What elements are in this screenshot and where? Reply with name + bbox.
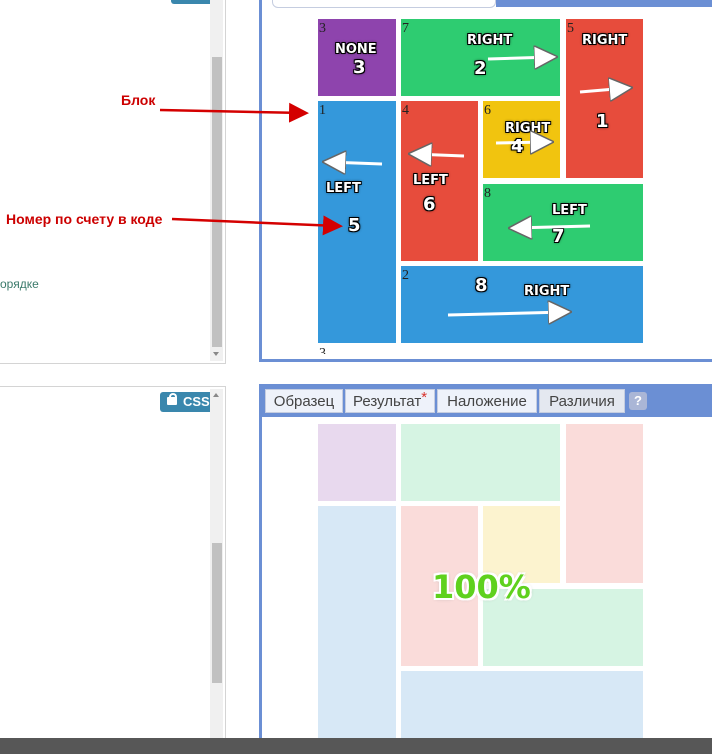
annotation-block-label: Блок [121,92,156,108]
float-label: NONE [335,42,377,57]
annotation-order-label: Номер по счету в коде [6,211,163,227]
diff-block-3 [318,424,396,501]
css-badge[interactable]: CSS [160,392,215,412]
css-editor-panel: CSS [0,386,226,747]
block-number: 2 [402,268,409,283]
float-label: RIGHT [524,284,570,299]
block-number: 5 [567,21,574,36]
right-arrow-icon [495,142,548,143]
block-number: 4 [402,103,409,118]
tab-label: Результат [352,393,422,410]
arrows-overlay [159,0,712,380]
tab-overlay[interactable]: Наложение [437,389,537,413]
block-number-cut: 3 [319,346,326,354]
left-arrow-icon [328,162,383,164]
order-number: 8 [475,275,488,296]
tab-sample[interactable]: Образец [265,389,343,413]
diff-block-5 [566,424,643,583]
order-number: 1 [596,111,609,132]
tab-label: Образец [273,393,335,410]
html-editor-panel: орядке [0,0,226,364]
block-4-left [401,101,478,261]
diff-block-8 [483,589,643,666]
block-number: 7 [402,21,409,36]
css-scrollbar[interactable] [210,389,223,747]
float-label: LEFT [552,203,587,218]
left-arrow-icon [414,154,465,156]
annotation-arrow-icon [159,102,309,123]
right-arrow-icon [579,88,627,92]
tab-modified-marker: * [421,389,428,406]
tab-result[interactable]: Результат* [345,389,435,413]
float-label: LEFT [413,173,448,188]
tab-diff[interactable]: Различия [539,389,625,413]
editor-scroll-thumb[interactable] [212,57,222,347]
order-number: 3 [353,57,366,78]
right-arrow-icon [447,312,566,315]
float-label: RIGHT [582,33,628,48]
scroll-up-icon[interactable] [213,393,219,397]
css-badge-label: CSS [183,394,210,409]
left-arrow-icon [514,226,591,228]
order-link[interactable]: орядке [0,277,39,291]
float-label: LEFT [326,181,361,196]
css-scroll-thumb[interactable] [212,543,222,683]
scroll-down-icon[interactable] [213,352,219,356]
right-arrow-icon [487,57,552,59]
block-number: 8 [484,186,491,201]
editor-scrollbar[interactable] [210,0,223,361]
block-number: 1 [319,103,326,118]
lock-shackle [169,393,177,400]
order-number: 7 [552,226,565,247]
editor-badge-top[interactable] [171,0,214,4]
help-button[interactable]: ? [629,392,647,410]
help-label: ? [634,393,642,408]
diff-block-6 [483,506,560,583]
order-number: 5 [348,215,361,236]
diff-block-7 [401,424,560,501]
block-2-right [401,266,643,343]
lock-icon [167,397,177,405]
diff-block-1 [318,506,396,746]
tab-label: Различия [549,393,615,410]
diff-block-4 [401,506,478,666]
block-number: 6 [484,103,491,118]
float-label: RIGHT [467,33,513,48]
tab-label: Наложение [447,393,527,410]
order-number: 2 [474,58,487,79]
block-number: 3 [319,21,326,36]
order-number: 6 [423,194,436,215]
block-3-none [318,19,396,96]
annotation-arrow-icon [171,215,343,236]
frame-top-tab [272,0,496,8]
frame-top-bar [496,0,712,7]
match-percent: 100% [432,568,531,606]
status-bar [0,738,712,754]
diff-block-2 [401,671,643,746]
